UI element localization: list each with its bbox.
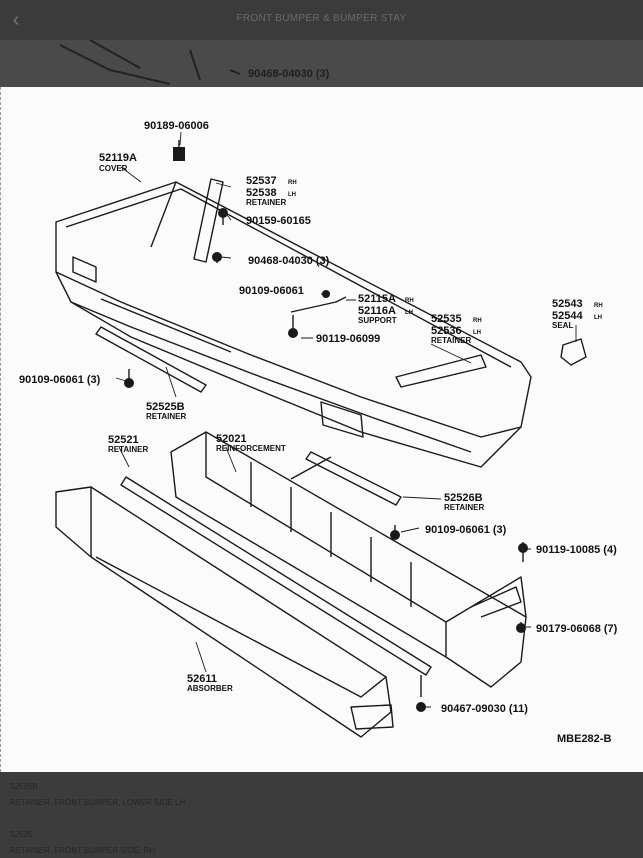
callout-90159-60165: 90159-60165 xyxy=(246,215,311,227)
callout-90119-10085: 90119-10085 (4) xyxy=(536,544,617,556)
absorber-drawing xyxy=(55,486,394,738)
callout-52115A-name: SUPPORT xyxy=(358,316,397,325)
callout-52526B: 52526B xyxy=(444,492,483,504)
callout-90109-06061-right: 90109-06061 (3) xyxy=(425,524,507,536)
leader-lines xyxy=(115,131,577,708)
callout-52116A-tag: LH xyxy=(405,310,413,316)
reinforcement-drawing xyxy=(170,431,527,688)
callout-52535-name: RETAINER xyxy=(431,336,472,345)
parts-list-preview: 52526B RETAINER, FRONT BUMPER, LOWER SID… xyxy=(0,772,643,858)
callout-52535-tag: RH xyxy=(473,318,482,324)
callout-90179-06068: 90179-06068 (7) xyxy=(536,623,618,635)
callout-52525B: 52525B xyxy=(146,401,185,413)
callout-52525B-name: RETAINER xyxy=(146,412,187,421)
parts-list-item-code[interactable]: 52526B xyxy=(10,782,38,791)
seal-drawing xyxy=(560,338,587,366)
fasteners xyxy=(124,147,528,712)
callout-52543-tag: RH xyxy=(594,303,603,309)
callout-52537-tag: RH xyxy=(288,180,297,186)
callout-52544-tag: LH xyxy=(594,315,602,321)
right-retainer-drawing xyxy=(305,451,402,506)
callout-90109-06061-left: 90109-06061 (3) xyxy=(19,374,101,386)
callout-52544: 52544 xyxy=(552,310,583,322)
callout-52119A-name: COVER xyxy=(99,164,128,173)
callout-52537-name: RETAINER xyxy=(246,198,287,207)
background-sketch xyxy=(59,40,241,85)
callout-52521-name: RETAINER xyxy=(108,445,149,454)
exploded-parts-diagram: 90189-06006 52119A COVER 52537 RH 52538 … xyxy=(19,120,618,745)
callout-52115A: 52115A xyxy=(358,293,396,305)
callout-52537: 52537 xyxy=(246,175,277,187)
callout-90119-06099: 90119-06099 xyxy=(316,333,380,345)
callout-52021: 52021 xyxy=(216,433,247,445)
bumper-cover-drawing xyxy=(55,181,532,468)
callout-90467-09030: 90467-09030 (11) xyxy=(441,703,528,715)
callout-labels: 90189-06006 52119A COVER 52537 RH 52538 … xyxy=(19,120,618,745)
callout-52611: 52611 xyxy=(187,673,217,685)
callout-52116A: 52116A xyxy=(358,305,396,317)
callout-52611-name: ABSORBER xyxy=(187,684,233,693)
callout-90189-06006: 90189-06006 xyxy=(144,120,209,132)
callout-90109-06061-upper: 90109-06061 xyxy=(239,285,304,297)
callout-90468-04030: 90468-04030 (3) xyxy=(248,255,330,267)
callout-52543-name: SEAL xyxy=(552,321,573,330)
vertical-retainer-drawing xyxy=(193,178,224,263)
lower-retainer-left-drawing xyxy=(95,326,207,393)
parts-list-item-desc: RETAINER, FRONT BUMPER, LOWER SIDE LH xyxy=(10,798,186,807)
back-chevron-left-icon[interactable]: ‹ xyxy=(12,9,20,31)
parts-list-item-code[interactable]: 52535 xyxy=(10,830,33,839)
callout-52538: 52538 xyxy=(246,187,277,199)
callout-52119A: 52119A xyxy=(99,152,137,164)
callout-52115A-tag: RH xyxy=(405,298,414,304)
background-callout: 90468-04030 (3) xyxy=(248,68,330,80)
parts-diagram-sheet: 90189-06006 52119A COVER 52537 RH 52538 … xyxy=(0,87,643,772)
left-lower-retainer-drawing xyxy=(120,476,432,676)
callout-52536-tag: LH xyxy=(473,330,481,336)
background-diagram-preview: 90468-04030 (3) xyxy=(0,40,643,87)
callout-52535: 52535 xyxy=(431,313,462,325)
callout-52526B-name: RETAINER xyxy=(444,503,485,512)
top-app-bar: ‹ FRONT BUMPER & BUMPER STAY xyxy=(0,0,643,40)
diagram-code: MBE282-B xyxy=(557,733,611,745)
parts-list-item-desc: RETAINER, FRONT BUMPER SIDE, RH xyxy=(10,846,156,855)
support-rod-drawing xyxy=(290,296,347,313)
callout-52021-name: REINFORCEMENT xyxy=(216,444,286,453)
callout-52538-tag: LH xyxy=(288,192,296,198)
page-title: FRONT BUMPER & BUMPER STAY xyxy=(236,13,407,24)
callout-52543: 52543 xyxy=(552,298,583,310)
callout-52521: 52521 xyxy=(108,434,139,446)
callout-52536: 52536 xyxy=(431,325,462,337)
